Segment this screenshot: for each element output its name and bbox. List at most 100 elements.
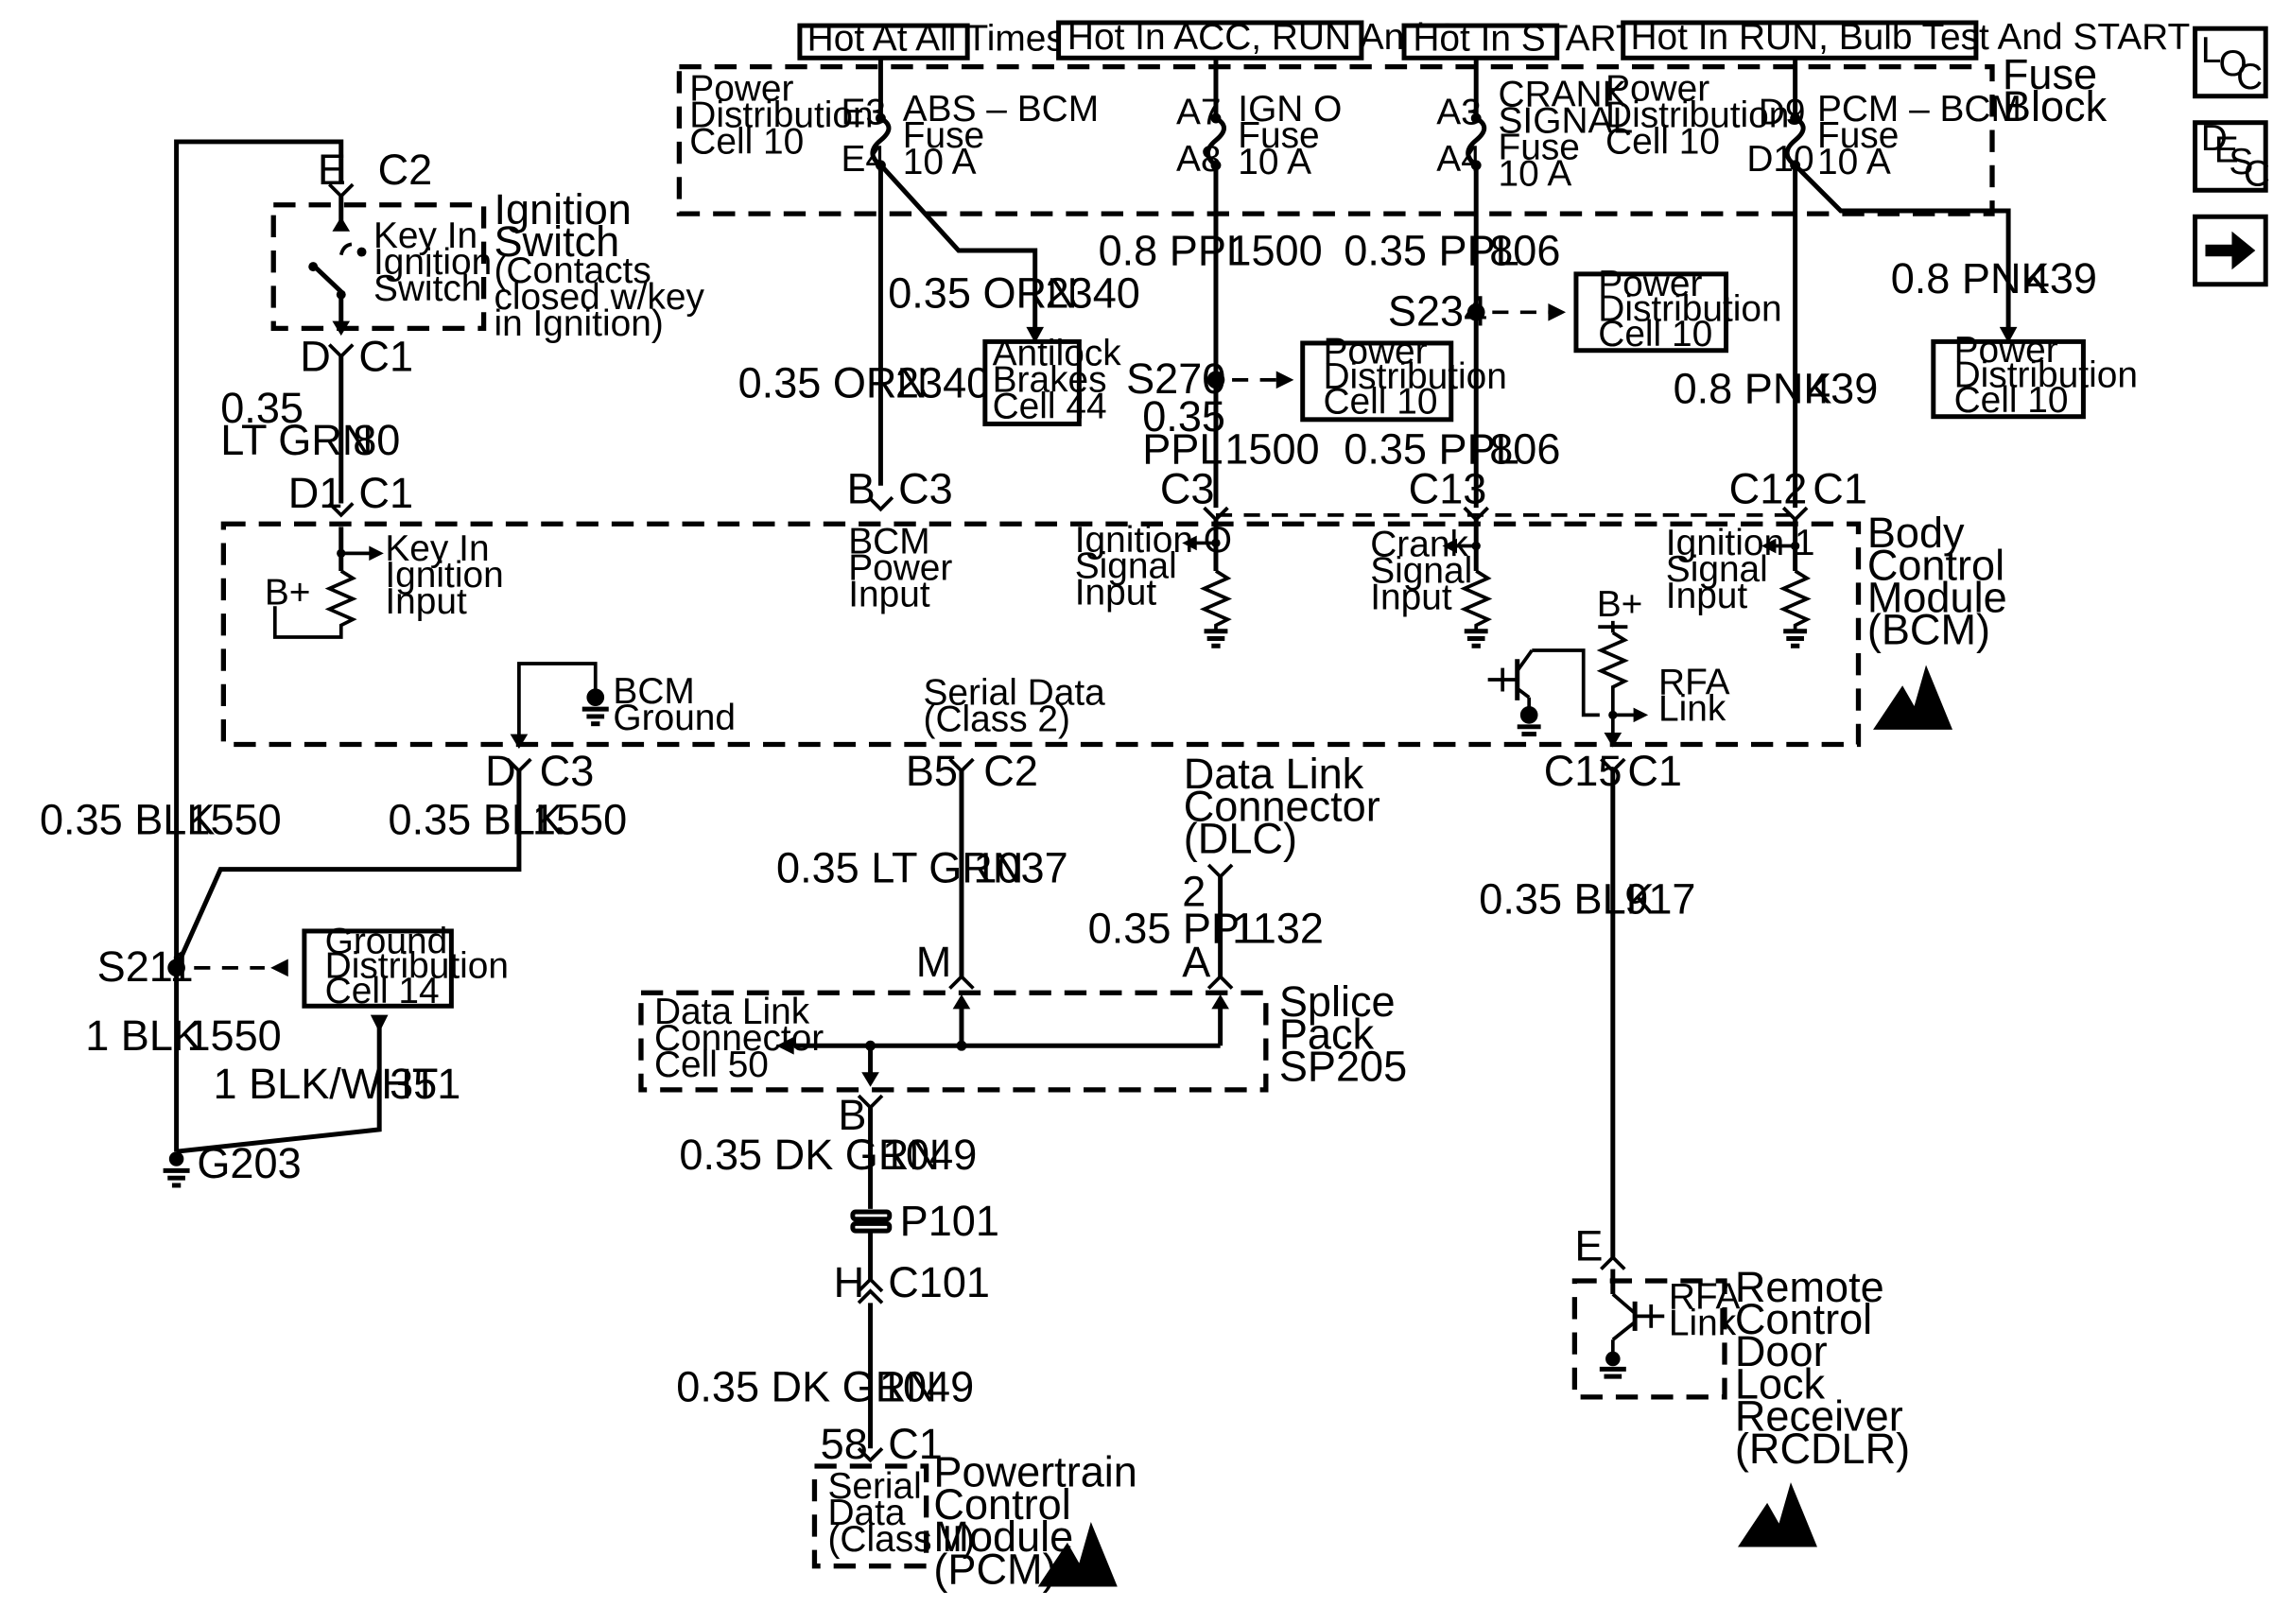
pcm-title-4: (PCM) [933,1545,1056,1593]
dlc-pin-2: 2 [1182,868,1206,916]
fuse-abs-bcm: E3 E4 ABS – BCM Fuse 10 A [841,58,1099,182]
fuse-crank-pin-in: A3 [1436,92,1482,132]
fuse-crank-label-1: CRANK [1499,75,1627,115]
bcm-power-line3: Input [848,574,930,614]
bplus-label-1: B+ [265,573,311,613]
ground-g203-label: G203 [197,1139,301,1187]
arrow-right-icon [2205,231,2256,270]
rcdlr-pin-e: E [1574,1221,1603,1270]
w2340a-circuit: 2340 [1046,269,1140,318]
bcm-conn-c3-top: C3 [898,464,953,512]
gdc-line1: Ground [325,921,448,961]
w1500b-gauge-1: 0.35 [1142,392,1225,441]
ignition-switch: E C2 Key In Ignition Switch Ignition Swi… [270,146,704,381]
w1049a-gauge: 0.35 DK GRN [679,1131,940,1179]
w80-gauge-1: 0.35 [220,384,304,432]
fuse-pcm-pin-in: D9 [1759,92,1806,132]
pcm-title-3: Module [933,1512,1073,1561]
ign0-line1: Ignition O [1075,520,1232,561]
w439b-gauge: 0.8 PNK [1674,365,1832,413]
w1500b-gauge-2: PPL [1142,424,1223,473]
bcm-conn-c3-bottom: C3 [540,747,595,795]
splice-pack-pin-b: B [838,1091,866,1139]
next-page-button[interactable] [2193,214,2268,287]
pdc-1-line3: Cell 10 [689,121,804,162]
ground-distribution-ref[interactable]: Ground Distribution Cell 14 [302,921,509,1011]
w2340a-gauge: 0.35 ORN [888,269,1077,318]
pdc-s234-ref[interactable]: Power Distribution Cell 10 [1573,264,1782,354]
w1550-left-gauge: 0.35 BLK [40,795,215,843]
pdc-s270-line1: Power [1323,332,1427,372]
bcm-rfa-line1: RFA [1658,663,1730,703]
bcm-title-1: Body [1867,509,1965,557]
key-in-line2: Ignition [385,555,503,596]
pdc-439-line1: Power [1954,330,2058,371]
bplus-label-2: B+ [1597,584,1643,625]
ign-contact-line2: Ignition [373,242,492,283]
ign-switch-conn-c2: C2 [378,146,433,194]
bcm-title-3: Module [1867,574,2007,622]
ignition0-signal-input: Ignition O Signal Input [1075,519,1233,648]
bcm-conn-c3-ign0: C3 [1160,464,1215,512]
loc-letter-o: O [2218,43,2247,84]
dlc-line2: Connector [1184,782,1380,830]
gdc-line2: Distribution [325,946,509,987]
w1049b-gauge: 0.35 DK GRN [676,1363,937,1411]
circuit-806: 0.35 PPL 806 S234 Power Distribution Cel… [1344,164,1782,509]
fuse-ign0-fuse-word: Fuse [1238,115,1319,156]
desc-letter-e: E [2214,130,2239,171]
rcdlr-title-5: Receiver [1735,1392,1903,1441]
fuse-pcm-rating: 10 A [1817,142,1891,182]
ign-contact-line3: Switch [373,268,481,309]
rcdlr-title-6: (RCDLR) [1735,1425,1910,1473]
fuse-block: Fuse Block Power Distribution Cell 10 Po… [676,50,2108,216]
crank-line1: Crank [1370,524,1468,564]
antilock-line2: Brakes [993,359,1107,400]
splice-pack-title-3: SP205 [1279,1043,1407,1091]
w1550-mid-circuit: 1550 [532,795,627,843]
ign-switch-conn-c1: C1 [358,333,413,381]
loc-letter-c: C [2236,57,2263,97]
pdc-2-line2: Distribution [1605,95,1789,135]
ign-switch-pin-d: D [300,333,331,381]
ign1-line2: Signal [1666,549,1768,590]
rcdlr-title-3: Door [1735,1327,1828,1375]
splice-s211-dot [167,959,185,977]
crank-signal-input: Crank Signal Input [1370,519,1493,648]
remote-control-door-lock-receiver: RFA Link Remote Control Door Lock Receiv… [1571,1263,1910,1547]
rcdlr-title-4: Lock [1735,1359,1826,1408]
w1500a-gauge: 0.8 PPL [1099,227,1250,275]
loc-letter-l: L [2201,30,2222,71]
w1049a-circuit: 1049 [882,1131,977,1179]
pcm-serial-line2: Data [827,1493,905,1533]
w806b-circuit: 806 [1489,424,1560,473]
ign-switch-note-3: in Ignition) [494,303,663,344]
splice-s270-dot [1206,371,1225,389]
pcm-title-1: Powertrain [933,1448,1136,1496]
pcm-title-2: Control [933,1480,1070,1529]
desc-button[interactable]: D E S C [2193,118,2270,195]
rcdlr-title-1: Remote [1735,1263,1884,1311]
bcm-conn-c1-bottom: C1 [1627,747,1682,795]
ign0-line2: Signal [1075,546,1177,587]
pdc-439-line3: Cell 10 [1954,380,2069,421]
loc-button[interactable]: L O C [2193,26,2268,99]
w917-circuit: 917 [1624,874,1695,923]
bcm-pin-c12: C12 [1729,464,1808,512]
hot-at-all-times-label: Hot At All Times [807,19,1065,60]
w806a-gauge: 0.35 PPL [1344,227,1518,275]
esd-warning-icon [1873,665,1953,730]
pdc-2-line1: Power [1605,68,1709,109]
fuse-block-title-1: Fuse [2003,50,2097,98]
pdc-439-ref[interactable]: Power Distribution Cell 10 [1931,330,2138,421]
serial-data-line1: Serial Data [924,672,1106,713]
w1550-ground-gauge: 1 BLK [85,1011,201,1060]
w351-circuit: 351 [390,1060,460,1108]
dlc-line3: (DLC) [1184,815,1297,863]
desc-letter-d: D [2201,118,2228,159]
ign1-line1: Ignition 1 [1666,523,1815,563]
pdc-s234-line3: Cell 10 [1598,314,1712,354]
antilock-brakes-ref[interactable]: Antilock Brakes Cell 44 [982,333,1121,426]
w1500a-circuit: 1500 [1227,227,1322,275]
body-control-module: Body Control Module (BCM) D1 C1 B C3 C3 … [220,464,2007,795]
